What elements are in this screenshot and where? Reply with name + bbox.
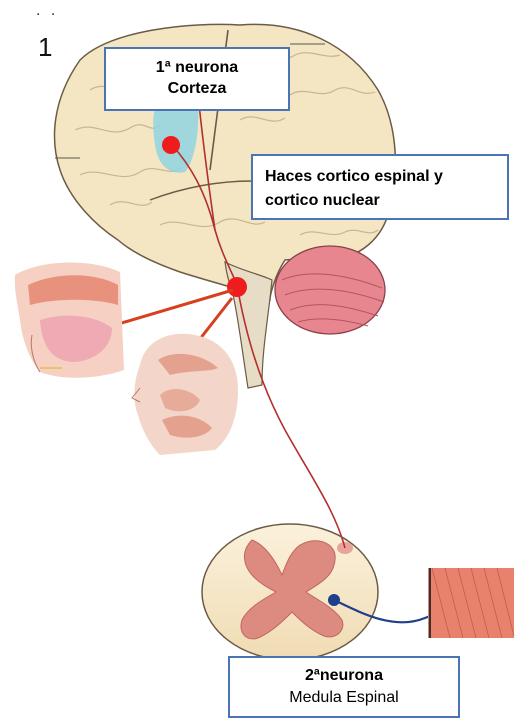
second-neuron-title: 2ªneurona (230, 665, 458, 687)
tracts-label-box: Haces cortico espinal y cortico nuclear (251, 154, 509, 220)
first-neuron-dot (162, 136, 180, 154)
muscle-fibers-illustration (428, 568, 514, 638)
spinal-cord-cross-section (202, 524, 378, 660)
first-neuron-location: Corteza (106, 78, 288, 99)
face-sagittal-illustration (15, 263, 124, 378)
tracts-label-line2: cortico nuclear (265, 189, 507, 213)
second-neuron-label-box: 2ªneurona Medula Espinal (228, 656, 460, 718)
brainstem-nucleus-dot (227, 277, 247, 297)
tracts-label-line1: Haces cortico espinal y (265, 165, 507, 189)
head-muscles-illustration (132, 334, 238, 455)
cerebellum (275, 246, 385, 334)
first-neuron-title: 1ª neurona (106, 57, 288, 78)
first-neuron-label-box: 1ª neurona Corteza (104, 47, 290, 111)
top-marks: . . (36, 2, 58, 20)
figure-number: 1 (38, 32, 52, 63)
second-neuron-location: Medula Espinal (230, 687, 458, 709)
